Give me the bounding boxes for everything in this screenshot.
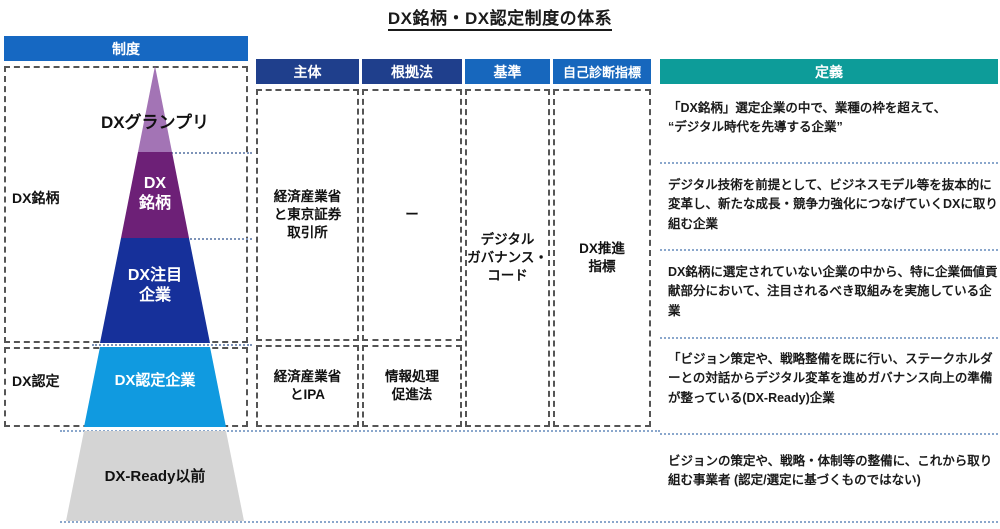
header-shutai: 主体: [256, 59, 359, 84]
page-title-text: DX銘柄・DX認定制度の体系: [387, 9, 613, 31]
connector-line-nintei: [60, 430, 660, 432]
pyramid-chart: DXグランプリ DX 銘柄 DX注目 企業 DX認定企業 DX-Ready以前: [60, 66, 250, 521]
cell-shutai-bottom: 経済産業省とIPA: [256, 345, 359, 427]
cell-konkyo-bottom: 情報処理促進法: [362, 345, 462, 427]
page-title: DX銘柄・DX認定制度の体系: [0, 4, 1000, 31]
definition-row-meigara: デジタル技術を前提として、ビジネスモデル等を抜本的に変革し、新たな成長・競争力強…: [668, 178, 998, 231]
pyramid-segment-meigara: [60, 152, 250, 238]
connector-line-grandprix: [156, 152, 252, 154]
definition-separator: [660, 433, 998, 435]
connector-line-ready: [60, 521, 998, 523]
definition-row-grandprix: 「DX銘柄」選定企業の中で、業種の枠を超えて、“デジタル時代を先導する企業”: [668, 101, 947, 135]
definition-row-chumoku: DX銘柄に選定されていない企業の中から、特に企業価値貢献部分において、注目される…: [668, 265, 998, 318]
definition-column: 「DX銘柄」選定企業の中で、業種の枠を超えて、“デジタル時代を先導する企業” デ…: [660, 88, 998, 528]
connector-line-chumoku: [92, 344, 252, 346]
pyramid-segment-ready: [60, 431, 250, 521]
definition-row-nintei: 「ビジョン策定や、戦略整備を既に行い、ステークホルダーとの対話からデジタル変革を…: [668, 352, 993, 405]
header-kijun: 基準: [465, 59, 550, 84]
header-teigi: 定義: [660, 59, 998, 84]
cell-kijun: デジタルガバナンス・コード: [465, 89, 550, 427]
pyramid-segment-grandprix: [60, 66, 250, 152]
group-label-dx-nintei: DX認定: [12, 373, 60, 389]
definition-separator: [660, 337, 998, 339]
pyramid-segment-nintei: [60, 347, 250, 427]
definition-separator: [660, 249, 998, 251]
group-label-dx-meigara: DX銘柄: [12, 190, 60, 206]
header-shindan: 自己診断指標: [553, 59, 651, 84]
pyramid-segment-chumoku: [60, 238, 250, 343]
cell-konkyo-top: ー: [362, 89, 462, 341]
definition-row-ready: ビジョンの策定や、戦略・体制等の整備に、これから取り組む事業者 (認定/選定に基…: [668, 454, 993, 488]
definition-separator: [660, 162, 998, 164]
cell-shindan: DX推進指標: [553, 89, 651, 427]
header-konkyo: 根拠法: [362, 59, 462, 84]
cell-shutai-top: 経済産業省と東京証券取引所: [256, 89, 359, 341]
header-seido: 制度: [4, 36, 248, 61]
